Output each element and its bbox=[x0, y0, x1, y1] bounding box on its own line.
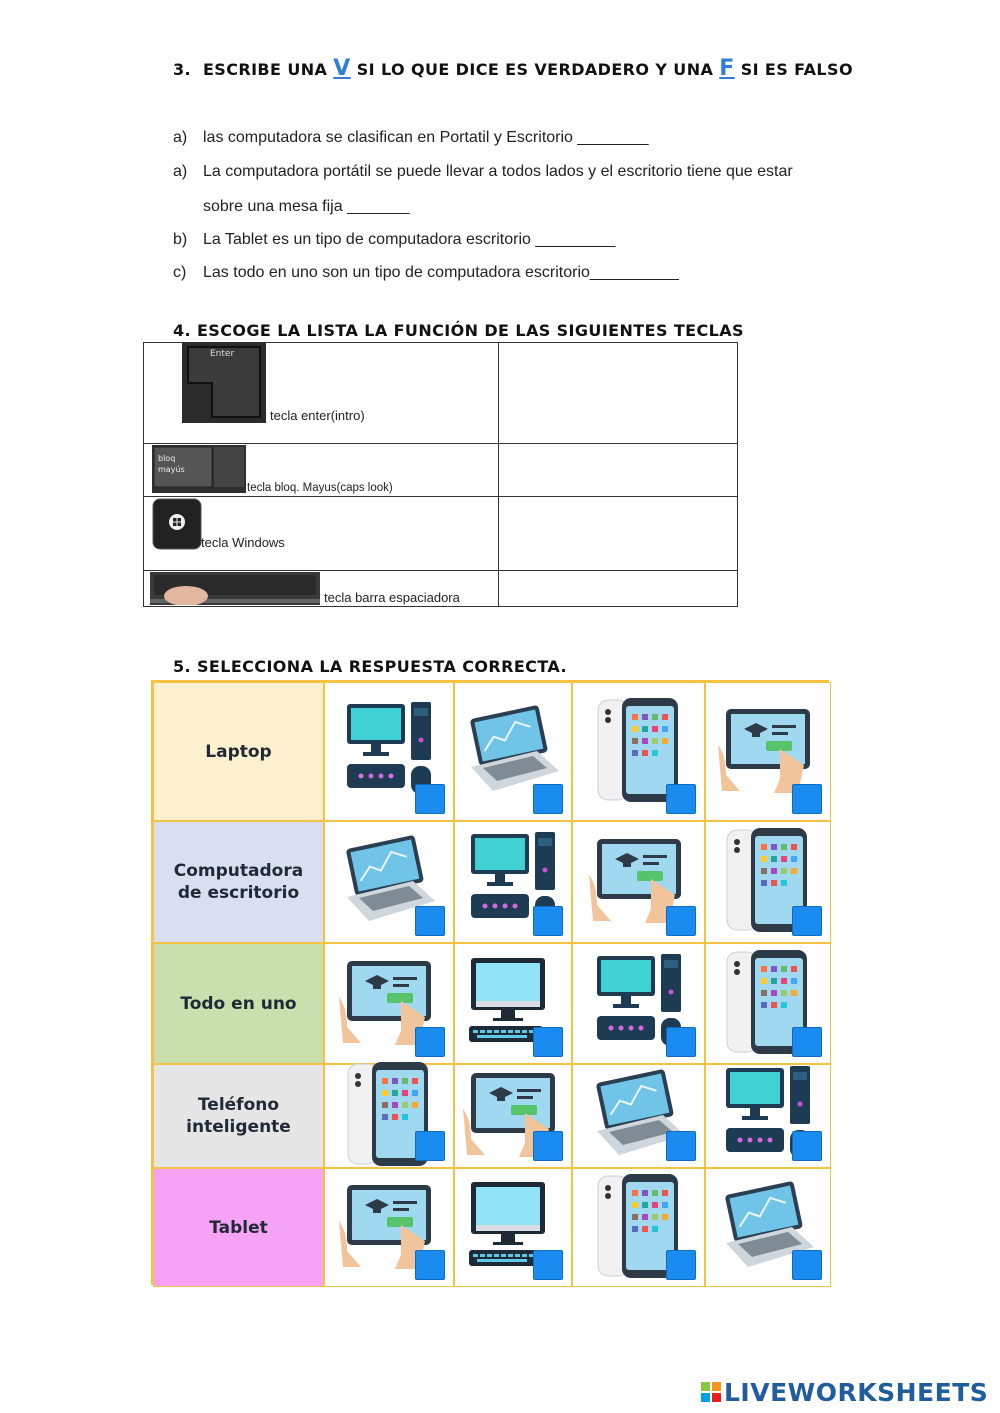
select-checkbox[interactable] bbox=[533, 1250, 563, 1280]
question-2-cont[interactable]: sobre una mesa fija _______ bbox=[203, 198, 410, 215]
select-checkbox[interactable] bbox=[415, 1027, 445, 1057]
row-label-5: Tablet bbox=[153, 1168, 324, 1287]
option-cell-r3-c1 bbox=[324, 943, 454, 1064]
laptop-icon bbox=[463, 705, 563, 799]
svg-text:mayús: mayús bbox=[158, 465, 185, 474]
option-cell-r1-c4 bbox=[705, 682, 831, 821]
select-checkbox[interactable] bbox=[533, 784, 563, 814]
phone-icon bbox=[596, 1172, 682, 1284]
select-checkbox[interactable] bbox=[533, 906, 563, 936]
caps-lock-key-icon: bloq mayús bbox=[152, 445, 246, 493]
svg-text:Enter: Enter bbox=[210, 349, 234, 359]
enter-key-icon: Enter bbox=[182, 343, 266, 423]
liveworksheets-logo: LIVEWORKSHEETS bbox=[700, 1378, 988, 1407]
phone-icon bbox=[346, 1060, 432, 1172]
option-cell-r5-c3 bbox=[572, 1168, 705, 1287]
option-cell-r2-c4 bbox=[705, 821, 831, 943]
svg-text:bloq: bloq bbox=[158, 454, 175, 463]
tablet-icon bbox=[337, 1181, 441, 1275]
select-checkbox[interactable] bbox=[792, 1131, 822, 1161]
option-cell-r5-c4 bbox=[705, 1168, 831, 1287]
section5-heading: 5. SELECCIONA LA RESPUESTA CORRECTA. bbox=[173, 657, 567, 676]
option-cell-r3-c3 bbox=[572, 943, 705, 1064]
row-label-4: Teléfono inteligente bbox=[153, 1064, 324, 1168]
select-checkbox[interactable] bbox=[792, 784, 822, 814]
select-checkbox[interactable] bbox=[666, 1131, 696, 1161]
select-checkbox[interactable] bbox=[533, 1131, 563, 1161]
select-checkbox[interactable] bbox=[792, 906, 822, 936]
answer-cell-space[interactable] bbox=[498, 570, 738, 607]
question-1[interactable]: a)las computadora se clasifican en Porta… bbox=[173, 129, 649, 146]
select-checkbox[interactable] bbox=[666, 906, 696, 936]
option-cell-r5-c1 bbox=[324, 1168, 454, 1287]
key-label-space: tecla barra espaciadora bbox=[324, 590, 460, 605]
option-cell-r1-c1 bbox=[324, 682, 454, 821]
desktop-icon bbox=[467, 830, 559, 934]
key-label-enter: tecla enter(intro) bbox=[270, 408, 365, 423]
laptop-icon bbox=[589, 1069, 689, 1163]
option-cell-r2-c3 bbox=[572, 821, 705, 943]
row-label-2: Computadora de escritorio bbox=[153, 821, 324, 943]
logo-icon bbox=[701, 1382, 721, 1402]
all-in-one-icon bbox=[465, 954, 561, 1054]
option-cell-r5-c2 bbox=[454, 1168, 572, 1287]
option-cell-r4-c3 bbox=[572, 1064, 705, 1168]
answer-cell-bloq[interactable] bbox=[498, 443, 738, 497]
select-checkbox[interactable] bbox=[415, 1131, 445, 1161]
laptop-icon bbox=[718, 1181, 818, 1275]
false-letter: F bbox=[719, 56, 735, 81]
phone-icon bbox=[596, 696, 682, 808]
key-cell-windows: tecla Windows bbox=[142, 496, 500, 571]
row-label-1: Laptop bbox=[153, 682, 324, 821]
device-grid: Laptop Computadora de escritorio bbox=[151, 680, 831, 1287]
key-label-bloq: tecla bloq. Mayus(caps look) bbox=[247, 482, 393, 494]
desktop-icon bbox=[722, 1064, 814, 1168]
tablet-icon bbox=[716, 705, 820, 799]
select-checkbox[interactable] bbox=[666, 1027, 696, 1057]
select-checkbox[interactable] bbox=[792, 1027, 822, 1057]
key-cell-bloq: bloq mayús tecla bloq. Mayus(caps look) bbox=[142, 443, 500, 497]
select-checkbox[interactable] bbox=[415, 784, 445, 814]
option-cell-r1-c3 bbox=[572, 682, 705, 821]
select-checkbox[interactable] bbox=[415, 1250, 445, 1280]
tablet-icon bbox=[587, 835, 691, 929]
laptop-icon bbox=[339, 835, 439, 929]
key-cell-enter: Enter tecla enter(intro) bbox=[142, 342, 500, 444]
select-checkbox[interactable] bbox=[415, 906, 445, 936]
answer-cell-enter[interactable] bbox=[498, 342, 738, 444]
question-3[interactable]: b)La Tablet es un tipo de computadora es… bbox=[173, 231, 616, 248]
select-checkbox[interactable] bbox=[666, 784, 696, 814]
option-cell-r4-c4 bbox=[705, 1064, 831, 1168]
select-checkbox[interactable] bbox=[666, 1250, 696, 1280]
key-label-windows: tecla Windows bbox=[201, 535, 285, 550]
option-cell-r2-c1 bbox=[324, 821, 454, 943]
all-in-one-icon bbox=[465, 1178, 561, 1278]
option-cell-r1-c2 bbox=[454, 682, 572, 821]
section4-heading: 4. ESCOGE LA LISTA LA FUNCIÓN DE LAS SIG… bbox=[173, 321, 744, 340]
option-cell-r3-c2 bbox=[454, 943, 572, 1064]
spacebar-key-icon bbox=[150, 572, 320, 605]
option-cell-r2-c2 bbox=[454, 821, 572, 943]
select-checkbox[interactable] bbox=[792, 1250, 822, 1280]
answer-cell-windows[interactable] bbox=[498, 496, 738, 571]
true-letter: V bbox=[333, 56, 351, 81]
keys-table: Enter tecla enter(intro) bloq mayús tecl… bbox=[142, 342, 738, 607]
question-4[interactable]: c)Las todo en uno son un tipo de computa… bbox=[173, 264, 679, 281]
windows-key-icon bbox=[152, 498, 202, 550]
option-cell-r4-c2 bbox=[454, 1064, 572, 1168]
question-2: a)La computadora portátil se puede lleva… bbox=[173, 163, 793, 180]
key-cell-space: tecla barra espaciadora bbox=[142, 570, 500, 607]
row-label-3: Todo en uno bbox=[153, 943, 324, 1064]
option-cell-r4-c1 bbox=[324, 1062, 454, 1168]
section3-heading: 3. ESCRIBE UNA V SI LO QUE DICE ES VERDA… bbox=[173, 56, 853, 81]
option-cell-r3-c4 bbox=[705, 943, 831, 1064]
select-checkbox[interactable] bbox=[533, 1027, 563, 1057]
